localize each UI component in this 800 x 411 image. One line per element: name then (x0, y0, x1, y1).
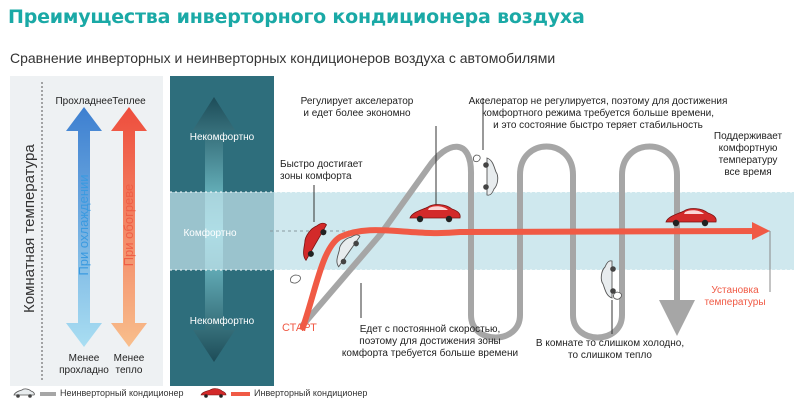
legend-non-inverter-car-icon (13, 388, 35, 398)
legend-non-inverter-label: Неинверторный кондиционер (60, 388, 184, 398)
less-cool-label: Менее прохладно (59, 353, 109, 376)
cooler-label: Прохладнее (55, 96, 113, 107)
scale-uncomfortable-top: Некомфортно (189, 132, 255, 143)
page-title: Преимущества инверторного кондиционера в… (8, 6, 585, 28)
inverter-car-icon (303, 222, 327, 262)
annotation-leaders (313, 98, 613, 334)
annotation-setpoint: Установка температуры (704, 285, 766, 308)
cooling-arrow (66, 107, 102, 347)
inverter-arrowhead (752, 222, 770, 240)
exhaust-puff-icon (472, 154, 481, 163)
scale-uncomfortable-bottom: Некомфортно (189, 316, 255, 327)
page-subtitle: Сравнение инверторных и неинверторных ко… (10, 50, 556, 66)
exhaust-puff-icon (613, 291, 622, 300)
annotation-accelerator: Регулирует акселератор и едет более экон… (300, 96, 414, 119)
annotation-fast: Быстро достигает зоны комфорта (280, 159, 363, 182)
non-inverter-car-icon (336, 234, 361, 268)
heating-arrow (111, 107, 147, 347)
less-warm-label: Менее тепло (113, 353, 145, 376)
inverter-path (299, 227, 761, 331)
non-inverter-car-icon (600, 260, 616, 299)
annotation-too-cold: В комнате то слишком холодно, то слишком… (535, 338, 685, 361)
inverter-car-icon (665, 208, 717, 227)
warmer-label: Теплее (112, 96, 146, 107)
scale-comfortable: Комфортно (183, 228, 237, 239)
inverter-car-icon (409, 204, 461, 223)
annotation-constant-speed: Едет с постоянной скоростью, поэтому для… (341, 324, 519, 359)
legend-inverter-car-icon (200, 388, 227, 398)
start-label: СТАРТ (282, 322, 317, 334)
cooling-label: При охлаждении (76, 174, 91, 276)
axis-label: Комнатная температура (21, 144, 38, 313)
annotation-not-regulated: Акселератор не регулируется, поэтому для… (468, 96, 728, 131)
annotation-keeps: Поддерживает комфортную температуру все … (713, 131, 783, 178)
non-inverter-path (299, 143, 695, 341)
exhaust-puff-icon (290, 274, 301, 284)
legend-inverter-label: Инверторный кондиционер (254, 388, 368, 398)
non-inverter-car-icon (483, 157, 499, 196)
heating-label: При обогреве (121, 183, 136, 267)
